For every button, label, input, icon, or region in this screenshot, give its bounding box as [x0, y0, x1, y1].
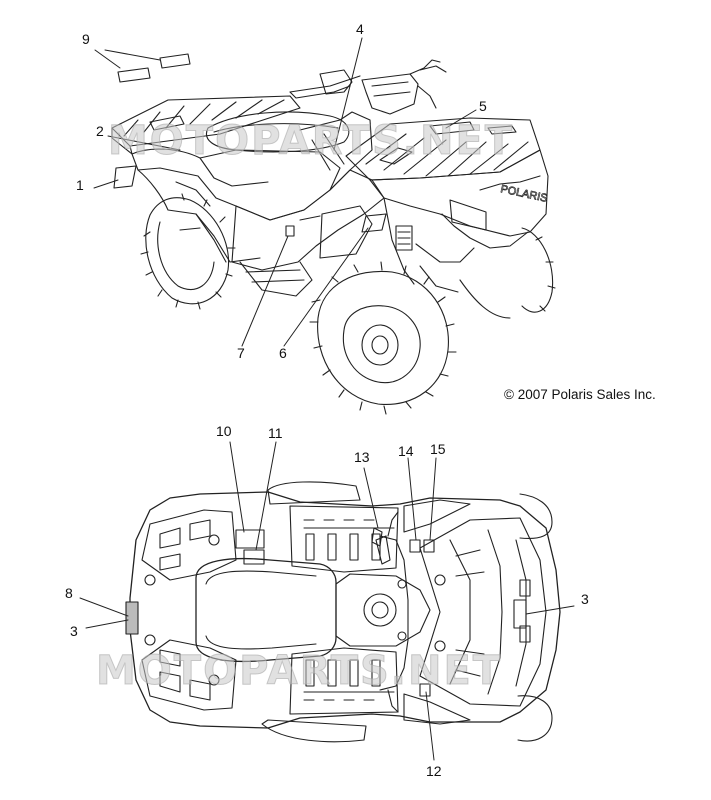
callout-2: 2 [96, 123, 104, 139]
callout-12: 12 [426, 763, 442, 779]
callout-15: 15 [430, 441, 446, 457]
callout-10: 10 [216, 423, 232, 439]
callout-14: 14 [398, 443, 414, 459]
callout-11: 11 [268, 425, 283, 441]
watermark-top: MOTOPARTS.NET [107, 118, 515, 165]
side-leader-lines [93, 37, 477, 347]
watermark-bottom: MOTOPARTS.NET [95, 648, 503, 695]
top-leader-lines [79, 441, 575, 761]
callout-3-right: 3 [581, 591, 589, 607]
callout-9: 9 [82, 31, 90, 47]
copyright-text: © 2007 Polaris Sales Inc. [504, 387, 656, 402]
callout-8: 8 [65, 585, 73, 601]
callout-3-left: 3 [70, 623, 78, 639]
fender-text: POLARIS [499, 183, 548, 205]
callout-6: 6 [279, 345, 287, 361]
callout-5: 5 [479, 98, 487, 114]
callout-13: 13 [354, 449, 370, 465]
callout-1: 1 [76, 177, 84, 193]
atv-top-view [125, 481, 561, 743]
atv-side-view [111, 53, 556, 415]
callout-4: 4 [356, 21, 364, 37]
callout-7: 7 [237, 345, 245, 361]
